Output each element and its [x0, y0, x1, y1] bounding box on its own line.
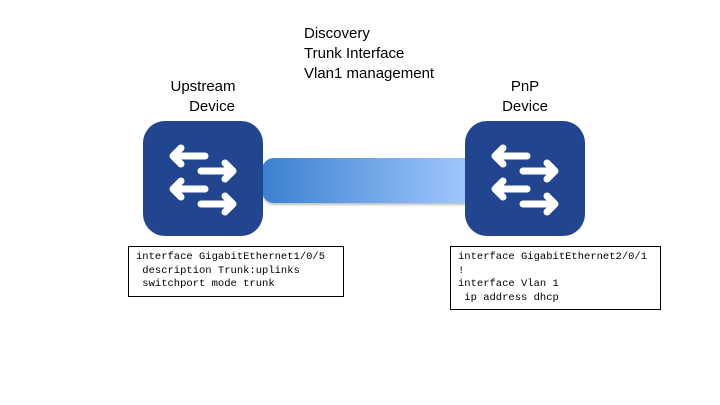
config-line: interface GigabitEthernet1/0/5 [136, 251, 326, 263]
config-line: interface Vlan 1 [458, 278, 559, 290]
upstream-device-label: Upstream Device [140, 77, 266, 117]
config-line: ! [458, 264, 465, 277]
config-line: interface GigabitEthernet2/0/1 [458, 251, 648, 263]
label-line: PnP [510, 78, 540, 95]
link-label-line: Vlan1 management [304, 65, 435, 82]
pnp-config: interface GigabitEthernet2/0/1!interface… [450, 246, 661, 310]
pnp-device [465, 121, 585, 236]
switch-arrows-icon [491, 144, 559, 216]
label-line: Device [502, 98, 548, 115]
upstream-device [143, 121, 263, 236]
trunk-link [262, 158, 466, 203]
config-line: ip address dhcp [458, 291, 559, 304]
upstream-config: interface GigabitEthernet1/0/5 descripti… [128, 246, 344, 297]
label-line: Device [189, 98, 235, 115]
config-line: description Trunk:uplinks [136, 264, 300, 277]
pnp-device-label: PnP Device [462, 77, 588, 117]
switch-arrows-icon [169, 144, 237, 216]
link-label-line: Trunk Interface [304, 45, 405, 62]
link-label-line: Discovery [304, 25, 370, 42]
label-line: Upstream [170, 78, 236, 95]
config-line: switchport mode trunk [136, 278, 275, 290]
link-label: Discovery Trunk Interface Vlan1 manageme… [304, 24, 434, 84]
